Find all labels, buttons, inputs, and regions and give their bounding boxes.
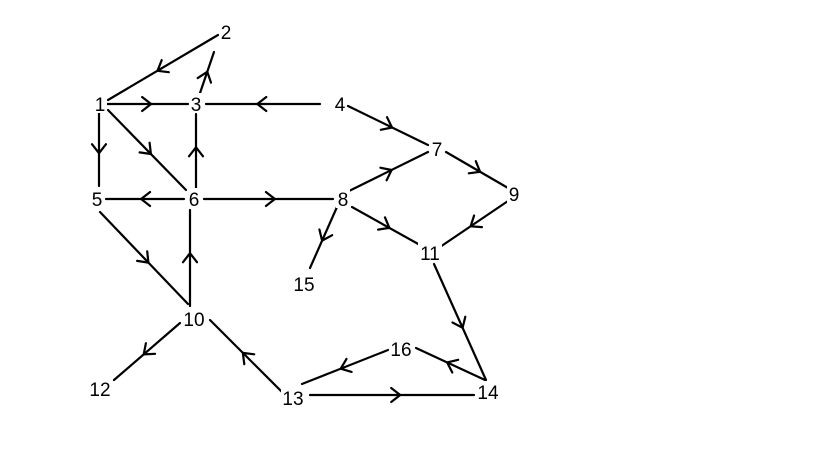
edge-8-to-11 (350, 205, 422, 247)
edge-7-to-9 (444, 150, 510, 190)
edge-11-to-14 (432, 262, 488, 382)
edge-2-to-1 (106, 33, 220, 102)
node-label-12: 12 (89, 380, 110, 401)
arrowhead-icon (138, 141, 152, 156)
node-background (333, 93, 347, 113)
node-label-2: 2 (221, 23, 232, 44)
edge-9-to-11 (438, 199, 510, 249)
node-background (219, 21, 233, 41)
node-label-5: 5 (92, 190, 103, 211)
node-label-9: 9 (509, 185, 520, 206)
node-label-15: 15 (293, 275, 314, 296)
arrowhead-icon (140, 190, 152, 208)
edge-line (300, 348, 390, 386)
arrowhead-icon (339, 357, 353, 373)
arrowhead-icon (136, 250, 150, 264)
edge-line (112, 321, 182, 382)
node-background (93, 93, 107, 113)
arrowhead-icon (187, 146, 205, 158)
edge-3-to-2 (196, 50, 216, 98)
arrowhead-icon (446, 358, 460, 374)
edge-line (106, 108, 188, 192)
arrowhead-icon (379, 166, 393, 182)
edge-line (345, 150, 430, 194)
node-background (292, 273, 316, 293)
node-background (476, 381, 500, 401)
edge-line (106, 33, 220, 102)
edge-line (444, 150, 510, 190)
node-label-4: 4 (335, 95, 346, 116)
edge-6-to-3 (187, 112, 205, 190)
edge-14-to-16 (414, 346, 487, 382)
arrowhead-icon (156, 58, 170, 74)
arrowhead-icon (451, 315, 467, 329)
edge-line (346, 104, 430, 147)
node-background (189, 93, 203, 113)
edge-line (98, 210, 190, 306)
edge-4-to-7 (346, 104, 430, 147)
node-label-1: 1 (95, 95, 106, 116)
node-background (281, 387, 305, 407)
edge-13-to-14 (308, 386, 476, 404)
node-background (430, 138, 444, 158)
edge-8-to-15 (308, 205, 339, 270)
node-background (187, 188, 201, 208)
node-label-7: 7 (432, 140, 443, 161)
node-background (90, 188, 104, 208)
edge-line (432, 262, 488, 382)
arrowhead-icon (141, 95, 153, 113)
arrowhead-icon (377, 216, 391, 231)
node-background (418, 242, 442, 262)
node-background (182, 308, 206, 328)
node-label-13: 13 (282, 389, 303, 410)
node-label-14: 14 (477, 383, 499, 404)
edge-line (350, 205, 422, 247)
arrowhead-icon (181, 252, 199, 264)
arrowhead-icon (142, 342, 157, 356)
edge-5-to-10 (98, 210, 190, 306)
node-label-8: 8 (338, 190, 349, 211)
edge-6-to-5 (104, 190, 186, 208)
node-background (507, 183, 521, 203)
edge-10-to-12 (112, 321, 182, 382)
edge-6-to-8 (202, 190, 335, 208)
edges-layer (90, 33, 510, 404)
edge-line (197, 50, 216, 98)
node-label-10: 10 (183, 310, 204, 331)
arrowhead-icon (90, 143, 108, 155)
arrowhead-icon (379, 116, 394, 131)
arrowhead-icon (467, 160, 482, 175)
edge-13-to-10 (208, 318, 285, 395)
edge-16-to-13 (300, 348, 390, 386)
arrowhead-icon (264, 190, 276, 208)
edge-line (208, 318, 285, 395)
arrowhead-icon (469, 214, 484, 229)
arrowhead-icon (256, 95, 268, 113)
edge-1-to-3 (104, 95, 190, 113)
node-background (389, 338, 413, 358)
node-label-6: 6 (189, 190, 200, 211)
node-label-3: 3 (191, 95, 202, 116)
edge-line (438, 199, 510, 249)
edge-4-to-3 (204, 95, 322, 113)
node-background (88, 378, 112, 398)
node-label-11: 11 (420, 244, 440, 265)
arrowhead-icon (196, 70, 213, 84)
edge-line (308, 205, 339, 270)
edge-line (414, 346, 487, 382)
arrowhead-icon (241, 351, 256, 366)
edge-10-to-6 (181, 208, 199, 308)
edge-8-to-7 (345, 150, 430, 194)
edge-1-to-5 (90, 111, 108, 188)
arrowhead-icon (390, 386, 402, 404)
arrowhead-icon (318, 228, 334, 242)
node-background (336, 188, 350, 208)
node-label-16: 16 (390, 340, 411, 361)
edge-1-to-6 (106, 108, 188, 192)
